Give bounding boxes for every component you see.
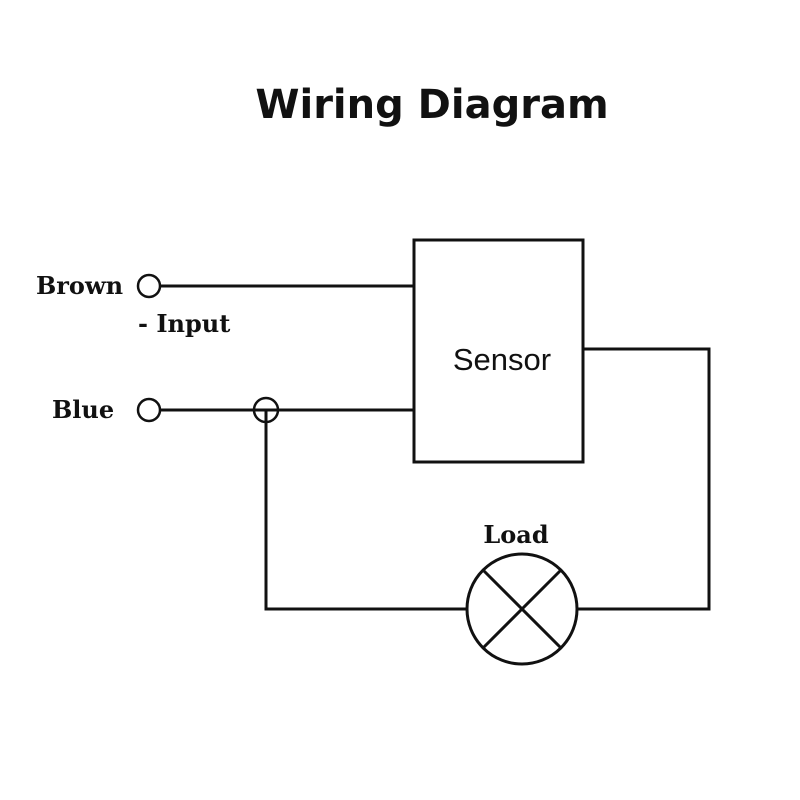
diagram-title: Wiring Diagram bbox=[255, 82, 608, 128]
load-lamp-icon bbox=[465, 552, 579, 666]
lamp-cross-line-b bbox=[481, 568, 563, 650]
sensor-output-wire bbox=[578, 347, 711, 611]
load-label: Load bbox=[483, 520, 548, 549]
blue-terminal bbox=[136, 397, 162, 423]
sensor-box bbox=[412, 238, 585, 464]
blue-label: Blue bbox=[52, 395, 114, 424]
load-return-wire bbox=[264, 410, 468, 611]
input-note-label: - Input bbox=[138, 309, 230, 338]
junction-node bbox=[252, 396, 280, 424]
brown-label: Brown bbox=[36, 271, 123, 300]
sensor-label: Sensor bbox=[453, 342, 551, 377]
brown-terminal bbox=[136, 273, 162, 299]
